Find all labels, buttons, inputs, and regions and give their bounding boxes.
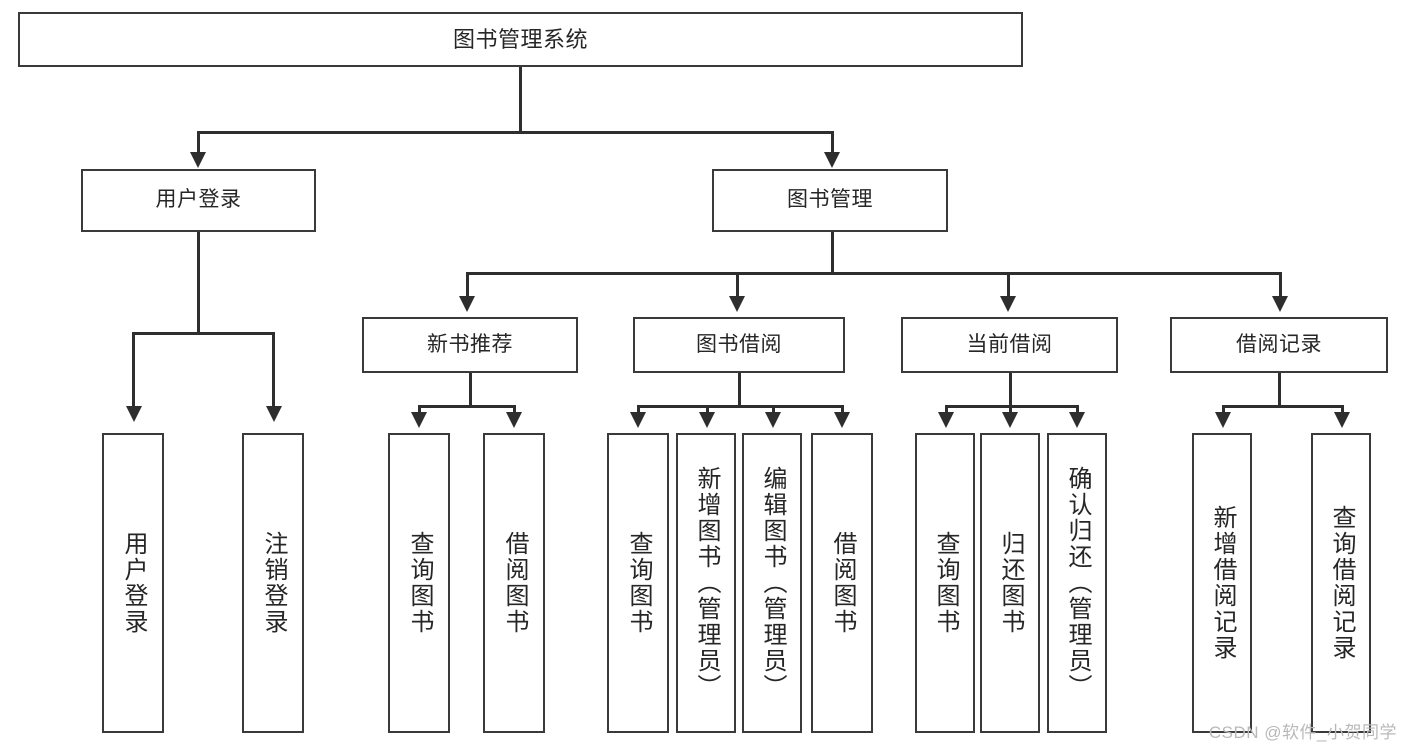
node-user-login-label: 用户登录 bbox=[155, 188, 242, 212]
edge-bookborrow-drop-3 bbox=[772, 405, 775, 413]
arrow-to-leaf-logout bbox=[266, 406, 282, 422]
node-user-login[interactable]: 用户登录 bbox=[81, 169, 316, 232]
watermark: CSDN @软件_小贺同学 bbox=[1208, 723, 1397, 742]
node-new-book-rec[interactable]: 新书推荐 bbox=[362, 317, 578, 373]
node-leaf-query-record[interactable]: 查询借阅记录 bbox=[1311, 433, 1371, 733]
node-borrow-record-label: 借阅记录 bbox=[1236, 332, 1322, 356]
node-new-book-rec-label: 新书推荐 bbox=[427, 332, 513, 356]
node-leaf-query-book-2[interactable]: 查询图书 bbox=[607, 433, 669, 733]
node-leaf-add-record-label: 新增借阅记录 bbox=[1209, 505, 1236, 661]
edge-currentborrow-drop-3 bbox=[1076, 405, 1079, 413]
node-leaf-query-book-1[interactable]: 查询图书 bbox=[388, 433, 450, 733]
edge-bookborrow-drop-2 bbox=[706, 405, 709, 413]
arrow-to-leaf-query-book-3 bbox=[938, 412, 954, 428]
edge-userlogin-stem bbox=[197, 232, 200, 334]
node-leaf-logout-label: 注销登录 bbox=[260, 531, 287, 635]
edge-userlogin-drop-1 bbox=[132, 332, 135, 407]
node-leaf-return-book-label: 归还图书 bbox=[997, 531, 1024, 635]
arrow-to-leaf-add-book bbox=[699, 412, 715, 428]
node-leaf-return-book[interactable]: 归还图书 bbox=[980, 433, 1040, 733]
edge-bookmanage-drop-4 bbox=[1279, 272, 1282, 297]
node-book-manage-label: 图书管理 bbox=[787, 188, 873, 212]
arrow-to-new-book-rec bbox=[459, 296, 475, 312]
node-book-borrow[interactable]: 图书借阅 bbox=[633, 317, 845, 373]
edge-borrowrecord-bus bbox=[1222, 405, 1344, 408]
node-book-borrow-label: 图书借阅 bbox=[696, 332, 782, 356]
node-leaf-user-login-label: 用户登录 bbox=[120, 531, 147, 635]
arrow-to-book-manage bbox=[824, 152, 840, 168]
node-current-borrow[interactable]: 当前借阅 bbox=[901, 317, 1118, 373]
node-leaf-borrow-book-2[interactable]: 借阅图书 bbox=[811, 433, 873, 733]
node-leaf-borrow-book-1[interactable]: 借阅图书 bbox=[483, 433, 545, 733]
arrow-to-borrow-record bbox=[1272, 296, 1288, 312]
node-leaf-edit-book-label: 编辑图书（管理员） bbox=[759, 466, 786, 700]
edge-borrowrecord-stem bbox=[1278, 373, 1281, 407]
edge-bookborrow-bus bbox=[637, 405, 844, 408]
arrow-to-leaf-borrow-book-1 bbox=[506, 412, 522, 428]
node-leaf-add-book[interactable]: 新增图书（管理员） bbox=[676, 433, 736, 733]
node-leaf-add-record[interactable]: 新增借阅记录 bbox=[1192, 433, 1252, 733]
node-leaf-user-login[interactable]: 用户登录 bbox=[102, 433, 164, 733]
arrow-to-leaf-query-book-1 bbox=[411, 412, 427, 428]
node-leaf-borrow-book-2-label: 借阅图书 bbox=[829, 531, 856, 635]
node-leaf-confirm-return[interactable]: 确认归还（管理员） bbox=[1047, 433, 1107, 733]
arrow-to-leaf-return-book bbox=[1002, 412, 1018, 428]
arrow-to-leaf-query-record bbox=[1334, 412, 1350, 428]
node-book-manage[interactable]: 图书管理 bbox=[712, 169, 948, 232]
edge-bookborrow-stem bbox=[738, 373, 741, 407]
arrow-to-book-borrow bbox=[729, 296, 745, 312]
edge-newbook-bus bbox=[418, 405, 516, 408]
arrow-to-leaf-query-book-2 bbox=[630, 412, 646, 428]
edge-root-stem bbox=[519, 66, 522, 133]
edge-bookmanage-bus bbox=[466, 272, 1282, 275]
edge-bookmanage-drop-2 bbox=[736, 272, 739, 297]
node-leaf-query-book-1-label: 查询图书 bbox=[406, 531, 433, 635]
edge-root-drop-left bbox=[197, 131, 200, 153]
node-leaf-query-book-3-label: 查询图书 bbox=[932, 531, 959, 635]
node-leaf-borrow-book-1-label: 借阅图书 bbox=[501, 531, 528, 635]
node-root-label: 图书管理系统 bbox=[452, 26, 588, 52]
edge-bookmanage-stem bbox=[831, 232, 834, 274]
edge-borrowrecord-drop-1 bbox=[1222, 405, 1225, 413]
edge-bookborrow-drop-4 bbox=[841, 405, 844, 413]
node-leaf-add-book-label: 新增图书（管理员） bbox=[693, 466, 720, 700]
node-leaf-query-record-label: 查询借阅记录 bbox=[1328, 505, 1355, 661]
edge-bookmanage-drop-1 bbox=[466, 272, 469, 297]
arrow-to-leaf-confirm-return bbox=[1069, 412, 1085, 428]
edge-root-drop-right bbox=[831, 131, 834, 153]
arrow-to-current-borrow bbox=[1000, 296, 1016, 312]
edge-newbook-stem bbox=[469, 373, 472, 407]
edge-borrowrecord-drop-2 bbox=[1341, 405, 1344, 413]
node-root[interactable]: 图书管理系统 bbox=[18, 12, 1023, 67]
arrow-to-leaf-edit-book bbox=[765, 412, 781, 428]
node-borrow-record[interactable]: 借阅记录 bbox=[1170, 317, 1388, 373]
edge-currentborrow-drop-1 bbox=[945, 405, 948, 413]
edge-userlogin-drop-2 bbox=[272, 332, 275, 407]
arrow-to-leaf-user-login bbox=[126, 406, 142, 422]
edge-currentborrow-bus bbox=[945, 405, 1079, 408]
node-current-borrow-label: 当前借阅 bbox=[966, 332, 1053, 356]
node-leaf-confirm-return-label: 确认归还（管理员） bbox=[1064, 466, 1091, 700]
arrow-to-leaf-borrow-book-2 bbox=[834, 412, 850, 428]
node-leaf-query-book-2-label: 查询图书 bbox=[625, 531, 652, 635]
arrow-to-leaf-add-record bbox=[1215, 412, 1231, 428]
edge-root-bus bbox=[197, 131, 833, 134]
edge-bookborrow-drop-1 bbox=[637, 405, 640, 413]
edge-newbook-drop-1 bbox=[418, 405, 421, 413]
edge-bookmanage-drop-3 bbox=[1007, 272, 1010, 297]
node-leaf-query-book-3[interactable]: 查询图书 bbox=[915, 433, 975, 733]
edge-newbook-drop-2 bbox=[513, 405, 516, 413]
edge-currentborrow-drop-2 bbox=[1009, 405, 1012, 413]
edge-userlogin-bus bbox=[132, 332, 274, 335]
node-leaf-edit-book[interactable]: 编辑图书（管理员） bbox=[742, 433, 802, 733]
node-leaf-logout[interactable]: 注销登录 bbox=[242, 433, 304, 733]
edge-currentborrow-stem bbox=[1009, 373, 1012, 407]
arrow-to-user-login bbox=[190, 152, 206, 168]
